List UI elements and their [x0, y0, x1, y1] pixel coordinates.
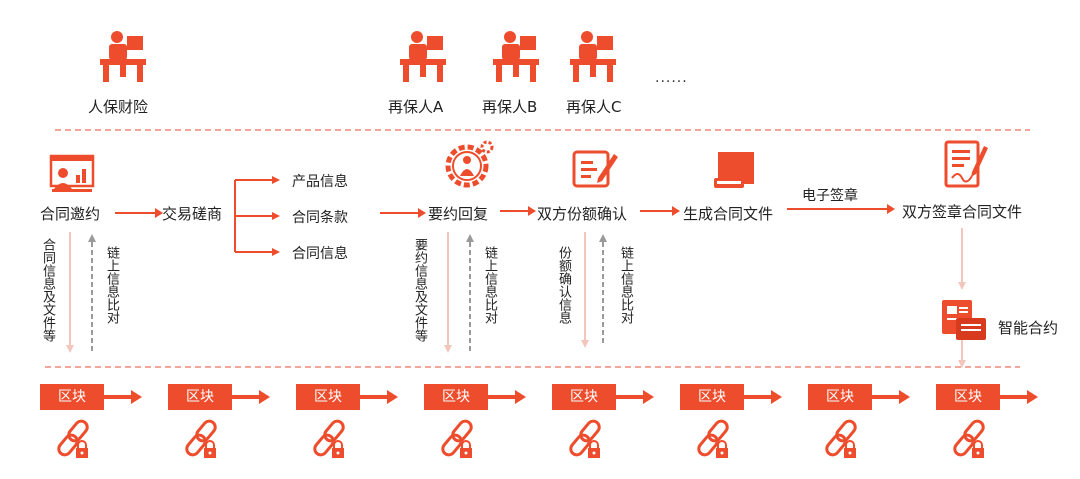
block-1: 区块: [40, 384, 104, 410]
node-signed-contract: 双方签章合同文件: [902, 203, 1023, 221]
party-reinsurer-b: 再保人B: [482, 98, 538, 116]
chain-lock-icon: [825, 419, 857, 458]
label-v1-up: 链上信息比对: [104, 246, 119, 324]
node-invite: 合同邀约: [40, 205, 101, 223]
branch-contract-terms: 合同条款: [292, 210, 348, 226]
person-at-desk-icon: [400, 31, 446, 82]
chain-lock-icon: [569, 419, 601, 458]
node-negotiate: 交易磋商: [162, 205, 223, 223]
node-share-confirm: 双方份额确认: [537, 205, 628, 223]
person-at-desk-icon: [493, 31, 539, 82]
label-v3-up: 链上信息比对: [618, 246, 633, 324]
node-smart-contract: 智能合约: [998, 319, 1059, 337]
block-arrow-6: [744, 390, 782, 404]
gear-person-icon: [445, 140, 494, 188]
block-arrow-7: [872, 390, 910, 404]
chain-lock-icon: [697, 419, 729, 458]
party-insurer: 人保财险: [88, 98, 149, 116]
party-reinsurer-a: 再保人A: [388, 98, 444, 116]
block-arrow-1: [104, 390, 142, 404]
person-at-desk-icon: [100, 31, 146, 82]
chain-lock-icon: [57, 419, 89, 458]
documents-icon: [942, 300, 986, 340]
block-4: 区块: [424, 384, 488, 410]
presentation-board-icon: [49, 154, 95, 192]
block-8: 区块: [936, 384, 1000, 410]
block-arrow-8: [1000, 390, 1038, 404]
chain-lock-icon: [953, 419, 985, 458]
block-arrow-5: [616, 390, 654, 404]
block-7: 区块: [808, 384, 872, 410]
label-v3-down: 份额确认信息: [556, 246, 571, 324]
block-3: 区块: [296, 384, 360, 410]
label-v2-up: 链上信息比对: [482, 246, 497, 324]
branch-contract-info: 合同信息: [292, 246, 348, 262]
block-6: 区块: [680, 384, 744, 410]
label-esign: 电子签章: [802, 188, 858, 204]
party-reinsurer-c: 再保人C: [566, 98, 622, 116]
branch-product-info: 产品信息: [292, 174, 348, 190]
signed-document-icon: [944, 140, 988, 188]
block-2: 区块: [168, 384, 232, 410]
label-v2-down: 要约信息及文件等: [412, 238, 427, 342]
block-5: 区块: [552, 384, 616, 410]
scroll-document-icon: [714, 152, 754, 188]
divider-top: [55, 129, 1030, 131]
chain-lock-icon: [441, 419, 473, 458]
node-reply: 要约回复: [428, 205, 489, 223]
chain-lock-icon: [313, 419, 345, 458]
label-v1-down: 合同信息及文件等: [40, 238, 55, 342]
divider-bottom: [45, 366, 1020, 368]
block-arrow-4: [488, 390, 526, 404]
edit-document-icon: [572, 150, 618, 188]
chain-lock-icon: [185, 419, 217, 458]
block-arrow-2: [232, 390, 270, 404]
block-arrow-3: [360, 390, 398, 404]
node-generate-contract: 生成合同文件: [683, 205, 774, 223]
more-parties-ellipsis: ......: [655, 70, 688, 86]
person-at-desk-icon: [570, 31, 616, 82]
